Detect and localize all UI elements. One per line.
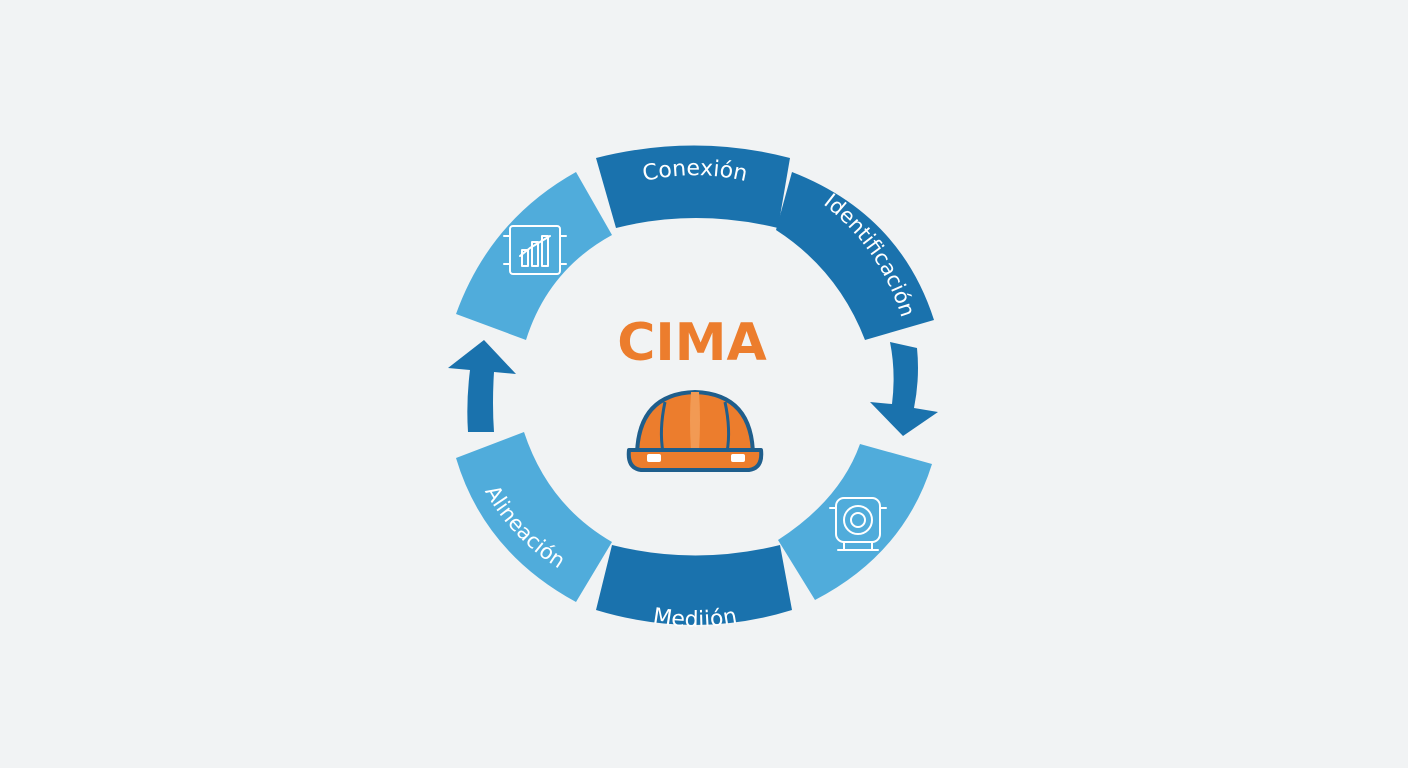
segment-identificacion [776,172,934,340]
segment-medicion [596,545,792,625]
segment-label-medicion: Mediión [651,604,739,633]
segment-chart [456,172,612,340]
center-title: CIMA [617,313,767,373]
chart-icon [503,225,567,275]
cycle-arrow-left [448,340,516,432]
cycle-arrow-right [870,342,938,436]
segment-gauge [778,444,932,600]
gauge-icon [829,497,887,551]
segment-conexion [596,145,790,228]
hard-hat-icon [626,390,764,472]
segment-alineacion [456,432,612,602]
